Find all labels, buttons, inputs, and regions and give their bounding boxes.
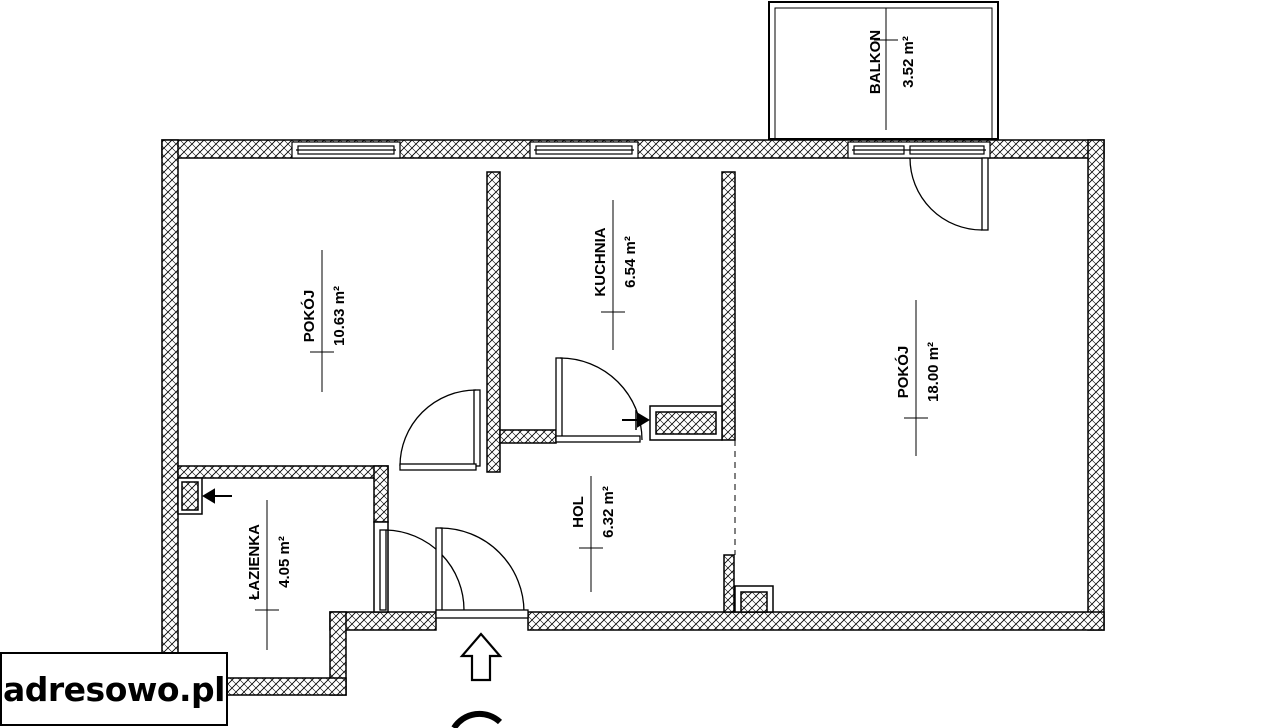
svg-text:6.54 m²: 6.54 m² — [622, 236, 639, 288]
room-label-pokoj-2: POKÓJ 18.00 m² — [894, 342, 942, 402]
watermark-text: adresowo.pl — [3, 669, 226, 709]
svg-text:BALKON: BALKON — [867, 30, 884, 94]
watermark-logo: adresowo.pl — [0, 652, 228, 726]
svg-text:KUCHNIA: KUCHNIA — [592, 227, 609, 296]
svg-text:18.00 m²: 18.00 m² — [925, 342, 942, 402]
svg-text:HOL: HOL — [570, 496, 587, 528]
room-label-kuchnia: KUCHNIA 6.54 m² — [592, 227, 639, 296]
svg-text:3.52 m²: 3.52 m² — [900, 36, 917, 88]
room-label-hol: HOL 6.32 m² — [570, 486, 617, 538]
entry-arrow-icon — [459, 632, 503, 682]
windows — [291, 141, 991, 159]
svg-text:6.32 m²: 6.32 m² — [600, 486, 617, 538]
svg-text:4.05 m²: 4.05 m² — [276, 536, 293, 588]
room-label-pokoj-1: POKÓJ 10.63 m² — [300, 286, 348, 346]
svg-text:10.63 m²: 10.63 m² — [331, 286, 348, 346]
outer-walls — [161, 139, 1105, 696]
room-label-balkon: BALKON 3.52 m² — [867, 30, 917, 94]
svg-text:ŁAZIENKA: ŁAZIENKA — [246, 524, 263, 600]
svg-text:POKÓJ: POKÓJ — [894, 346, 912, 399]
inner-walls — [177, 171, 774, 613]
room-label-lazienka: ŁAZIENKA 4.05 m² — [246, 524, 293, 600]
svg-text:POKÓJ: POKÓJ — [300, 290, 318, 343]
vent-arrows — [202, 410, 650, 504]
